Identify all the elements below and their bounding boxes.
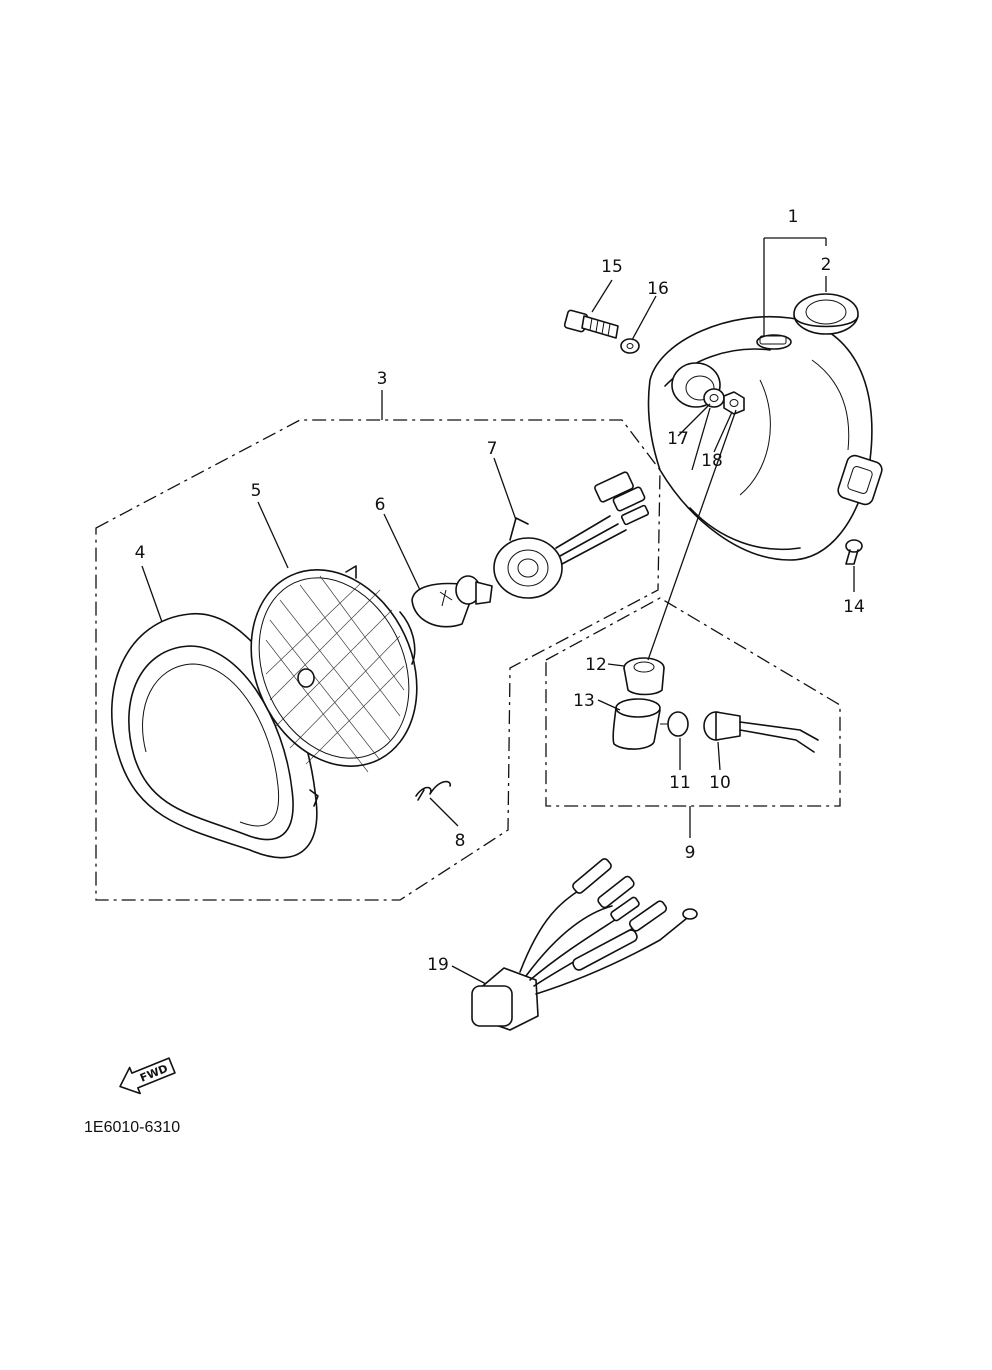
leader-10 (717, 741, 721, 771)
callout-9: 9 (685, 843, 696, 863)
leader-4 (141, 565, 163, 623)
leader-1 (763, 237, 827, 336)
leader-19 (451, 965, 487, 985)
grommet (793, 293, 859, 335)
housing-side-socket (837, 454, 883, 506)
screw (845, 539, 863, 565)
callout-14: 14 (843, 597, 865, 617)
leader-12 (607, 409, 737, 667)
leader-17 (677, 403, 711, 471)
leader-8 (429, 797, 459, 827)
callout-6: 6 (375, 495, 386, 515)
leader-7 (493, 457, 517, 521)
callout-3: 3 (377, 369, 388, 389)
nut (723, 391, 745, 415)
callout-18: 18 (701, 451, 723, 471)
callout-19: 19 (427, 955, 449, 975)
leader-18 (713, 411, 733, 453)
callout-10: 10 (709, 773, 731, 793)
callout-15: 15 (601, 257, 623, 277)
headlight-bulb (411, 575, 493, 628)
callout-17: 17 (667, 429, 689, 449)
leader-5 (257, 501, 289, 569)
sealed-beam-lens (250, 565, 418, 773)
callout-2: 2 (821, 255, 832, 275)
callout-12: 12 (585, 655, 607, 675)
leader-6 (383, 513, 421, 591)
spring-clip (415, 780, 451, 801)
lamp-cover (612, 698, 661, 750)
washer (620, 338, 640, 354)
callout-1: 1 (788, 207, 799, 227)
callout-16: 16 (647, 279, 669, 299)
small-ring (703, 388, 725, 408)
pilot-lamp-grommet (623, 657, 665, 696)
leader-13 (597, 699, 621, 711)
diagram-code: 1E6010-6310 (84, 1119, 180, 1136)
leader-16 (631, 295, 657, 341)
bolt (563, 309, 619, 339)
bulb-socket (493, 471, 650, 599)
callout-4: 4 (135, 543, 146, 563)
group-9-boundary (545, 597, 841, 807)
wiring-connector (471, 858, 698, 1031)
callout-11: 11 (669, 773, 691, 793)
callout-5: 5 (251, 481, 262, 501)
callout-7: 7 (487, 439, 498, 459)
group-3-boundary (95, 419, 661, 901)
pilot-bulb (660, 711, 689, 737)
forward-direction-arrow: FWD (119, 1057, 176, 1095)
pilot-socket (703, 711, 819, 753)
callout-13: 13 (573, 691, 595, 711)
leader-15 (591, 279, 613, 313)
callout-8: 8 (455, 831, 466, 851)
